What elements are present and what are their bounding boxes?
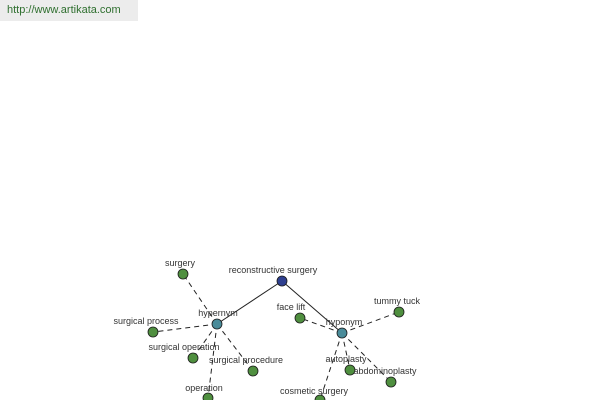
- edge-hyponym-autoplasty: [341, 332, 351, 371]
- relation-node-label: hypernym: [198, 308, 238, 318]
- edge-hypernym-surgical-operation: [192, 323, 218, 359]
- term-node-label: surgical procedure: [209, 355, 283, 365]
- term-node-label: surgical process: [113, 316, 179, 326]
- edge-root-hyponym: [281, 280, 343, 334]
- term-node-tummy-tuck[interactable]: tummy tuck: [374, 296, 421, 318]
- edge-hypernym-operation: [207, 323, 218, 399]
- edge-hypernym-surgical-process: [152, 323, 218, 333]
- edge-hyponym-tummy-tuck: [341, 311, 400, 334]
- edge-hypernym-surgery: [182, 273, 218, 325]
- term-node-label: surgical operation: [148, 342, 219, 352]
- term-node-marker[interactable]: [202, 392, 214, 400]
- graph-edges: [152, 273, 400, 400]
- term-node-label: autoplasty: [325, 354, 367, 364]
- relation-node-marker[interactable]: [211, 318, 223, 330]
- relation-node-marker[interactable]: [336, 327, 348, 339]
- relation-node-label: hyponym: [326, 317, 363, 327]
- edge-hyponym-face-lift: [299, 317, 343, 334]
- edge-root-hypernym: [216, 280, 283, 325]
- term-node-autoplasty[interactable]: autoplasty: [325, 354, 367, 376]
- term-node-marker[interactable]: [314, 394, 326, 400]
- term-node-marker[interactable]: [344, 364, 356, 376]
- term-node-label: face lift: [277, 302, 306, 312]
- term-node-label: cosmetic surgery: [280, 386, 349, 396]
- term-node-surgical-process[interactable]: surgical process: [113, 316, 179, 338]
- edge-hyponym-cosmetic-surgery: [319, 332, 343, 400]
- root-node-root[interactable]: reconstructive surgery: [229, 265, 318, 287]
- term-node-operation[interactable]: operation: [185, 383, 223, 400]
- term-node-surgical-operation[interactable]: surgical operation: [148, 342, 220, 364]
- root-node-label: reconstructive surgery: [229, 265, 318, 275]
- edge-hypernym-surgical-procedure: [216, 323, 254, 372]
- term-node-marker[interactable]: [177, 268, 189, 280]
- term-node-marker[interactable]: [147, 326, 159, 338]
- term-node-face-lift[interactable]: face lift: [277, 302, 306, 324]
- graph-nodes: surgery surgical process surgical operatio…: [113, 258, 420, 400]
- term-node-marker[interactable]: [385, 376, 397, 388]
- term-node-marker[interactable]: [294, 312, 306, 324]
- term-node-marker[interactable]: [393, 306, 405, 318]
- edge-hyponym-abdominoplasty: [341, 332, 392, 383]
- term-node-abdominoplasty[interactable]: abdominoplasty: [353, 366, 417, 388]
- term-node-label: surgery: [165, 258, 196, 268]
- term-node-cosmetic-surgery[interactable]: cosmetic surgery: [280, 386, 349, 400]
- term-node-surgery[interactable]: surgery: [165, 258, 196, 280]
- source-url-link[interactable]: http://www.artikata.com: [0, 0, 138, 21]
- relation-node-hypernym[interactable]: hypernym: [198, 308, 238, 330]
- term-node-marker[interactable]: [187, 352, 199, 364]
- relation-node-hyponym[interactable]: hyponym: [326, 317, 363, 339]
- term-node-label: abdominoplasty: [353, 366, 417, 376]
- term-node-label: tummy tuck: [374, 296, 421, 306]
- term-node-surgical-procedure[interactable]: surgical procedure: [209, 355, 283, 377]
- root-node-marker[interactable]: [276, 275, 288, 287]
- term-node-label: operation: [185, 383, 223, 393]
- term-node-marker[interactable]: [247, 365, 259, 377]
